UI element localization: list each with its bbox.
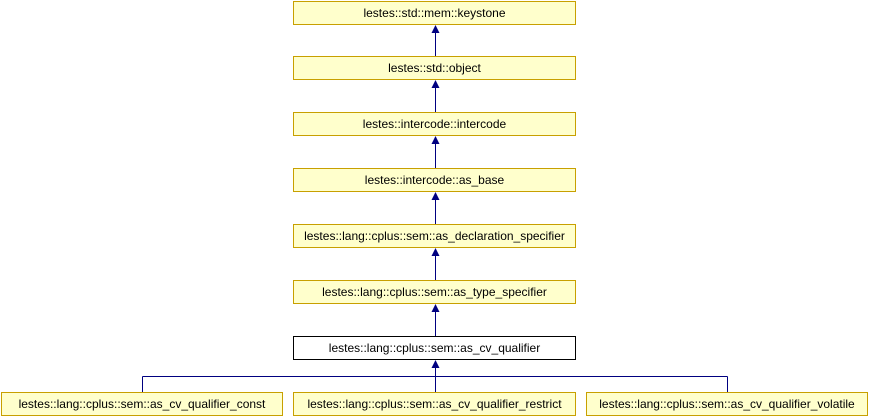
edge-arrowhead [431, 25, 440, 33]
edge-arrowhead [431, 360, 440, 368]
node-label: lestes::lang::cplus::sem::as_cv_qualifie… [328, 341, 541, 355]
node-label: lestes::lang::cplus::sem::as_cv_qualifie… [307, 397, 562, 411]
node-label: lestes::intercode::as_base [364, 173, 505, 187]
node-label: lestes::std::mem::keystone [363, 6, 506, 20]
node-label: lestes::lang::cplus::sem::as_type_specif… [322, 285, 547, 299]
node-as-type-specifier[interactable]: lestes::lang::cplus::sem::as_type_specif… [293, 280, 576, 304]
node-keystone[interactable]: lestes::std::mem::keystone [293, 1, 576, 25]
node-object[interactable]: lestes::std::object [293, 56, 576, 80]
node-label: lestes::lang::cplus::sem::as_cv_qualifie… [599, 397, 855, 411]
node-label: lestes::intercode::intercode [362, 117, 507, 131]
node-as-cv-qualifier-current: lestes::lang::cplus::sem::as_cv_qualifie… [293, 336, 576, 360]
node-as-cv-qualifier-volatile[interactable]: lestes::lang::cplus::sem::as_cv_qualifie… [586, 392, 868, 416]
node-label: lestes::std::object [388, 61, 481, 75]
node-intercode[interactable]: lestes::intercode::intercode [293, 112, 576, 136]
node-label: lestes::lang::cplus::sem::as_cv_qualifie… [18, 397, 266, 411]
edge-arrowhead [431, 304, 440, 312]
node-label: lestes::lang::cplus::sem::as_declaration… [304, 229, 565, 243]
node-as-cv-qualifier-const[interactable]: lestes::lang::cplus::sem::as_cv_qualifie… [1, 392, 283, 416]
node-as-cv-qualifier-restrict[interactable]: lestes::lang::cplus::sem::as_cv_qualifie… [293, 392, 576, 416]
edge-arrowhead [431, 80, 440, 88]
edge-arrowhead [431, 248, 440, 256]
node-as-declaration-specifier[interactable]: lestes::lang::cplus::sem::as_declaration… [293, 224, 576, 248]
edge-arrowhead [431, 136, 440, 144]
node-as-base[interactable]: lestes::intercode::as_base [293, 168, 576, 192]
edge-arrowhead [431, 192, 440, 200]
